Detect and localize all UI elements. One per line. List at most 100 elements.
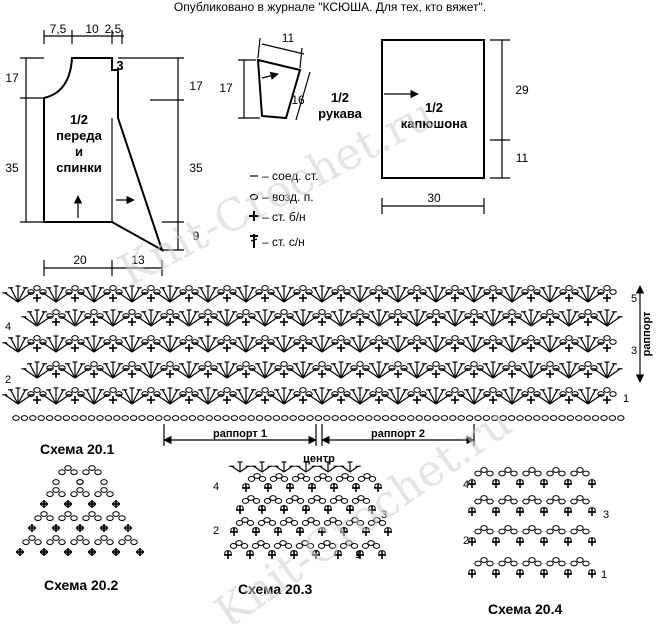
- chain-stitch: [507, 415, 516, 421]
- chain-stitch: [172, 313, 180, 319]
- chain-stitch: [299, 285, 307, 291]
- chain-stitch: [223, 285, 231, 291]
- chain-stitch: [571, 339, 579, 345]
- sc-stitch: [468, 538, 476, 546]
- sc-stitch: [318, 318, 326, 326]
- publication-header: Опубликовано в журнале "КСЮША. Для тех, …: [174, 0, 486, 14]
- sc-stitch: [565, 344, 573, 352]
- chain-stitch: [46, 515, 54, 522]
- chain-stitch: [546, 361, 554, 367]
- chain-stitch: [146, 415, 155, 421]
- chain-stitch: [337, 387, 345, 393]
- chain-stitch: [52, 487, 60, 493]
- chain-stitch: [261, 335, 269, 341]
- chain-stitch: [290, 520, 299, 526]
- row-number-3: 3: [631, 345, 637, 357]
- chain-stitch: [546, 498, 554, 505]
- sc-stitch: [564, 570, 572, 578]
- chain-stitch: [291, 476, 300, 482]
- chain-stitch: [58, 539, 66, 546]
- sc-stitch: [52, 318, 60, 326]
- sc-stitch: [540, 480, 548, 488]
- chain-stitch: [449, 415, 457, 421]
- sc-stitch: [261, 294, 269, 302]
- sc-stitch: [564, 480, 572, 488]
- chain-stitch: [34, 539, 42, 546]
- repeat-2-label: раппорт 2: [371, 428, 425, 440]
- dc-fan: [496, 387, 528, 405]
- chain-stitch: [198, 313, 206, 319]
- chain-stitch: [590, 365, 598, 371]
- chain-stitch: [583, 415, 591, 421]
- chain-stitch: [465, 415, 474, 421]
- chain-stitch: [27, 289, 35, 295]
- chain-stitch: [486, 498, 494, 505]
- chain-stitch: [363, 473, 371, 479]
- chain-stitch: [291, 495, 299, 501]
- chain-stitch: [483, 391, 491, 397]
- chain-stitch: [584, 309, 592, 315]
- chain-stitch: [109, 387, 117, 393]
- chain-stitch: [474, 470, 482, 477]
- chain-stitch: [603, 335, 611, 341]
- chain-stitch: [37, 415, 45, 421]
- chain-stitch: [388, 313, 396, 319]
- chain-stitch: [160, 365, 168, 371]
- chain-stitch: [197, 415, 205, 421]
- chain-stitch: [70, 491, 78, 498]
- chain-stitch: [514, 365, 522, 371]
- chain-stitch: [546, 528, 554, 535]
- chain-stitch: [118, 539, 126, 546]
- sc-stitch: [223, 396, 231, 404]
- chain-stitch: [58, 313, 66, 319]
- chain-stitch: [362, 313, 370, 319]
- chain-stitch: [223, 335, 231, 341]
- chain-stitch: [166, 309, 174, 315]
- chain-stitch: [147, 285, 155, 291]
- chain-stitch: [109, 285, 117, 291]
- chain-stitch: [52, 535, 60, 541]
- sc-stitch: [330, 484, 338, 492]
- scheme-20-1-annotations: 1 2 3 4 5 раппорт раппорт 1 раппорт 2 це…: [5, 285, 653, 465]
- chain-stitch: [76, 535, 84, 541]
- chain-stitch: [286, 313, 294, 319]
- body-left-height-2: 35: [5, 161, 19, 175]
- chain-stitch: [328, 543, 337, 549]
- chain-stitch: [528, 467, 536, 473]
- chain-stitch: [369, 339, 377, 345]
- chain-stitch: [255, 289, 263, 295]
- sc-stitch: [432, 318, 440, 326]
- sc-stitch: [318, 370, 326, 378]
- chain-stitch: [100, 535, 108, 541]
- chain-stitch: [305, 289, 313, 295]
- chain-stitch: [373, 415, 381, 421]
- chain-stitch: [381, 391, 389, 397]
- chain-stitch: [188, 415, 197, 421]
- hood-pattern: 1/2 капюшона 29 11 30: [381, 39, 529, 214]
- chain-stitch: [293, 391, 301, 397]
- dc-fan: [317, 461, 339, 473]
- chain-stitch: [46, 491, 54, 498]
- scheme-20-2-caption: Схема 20.2: [44, 577, 118, 593]
- chain-stitch: [253, 473, 261, 479]
- chain-stitch: [255, 339, 263, 345]
- chain-stitch: [552, 495, 560, 501]
- chain-stitch: [297, 473, 305, 479]
- chain-stitch: [100, 479, 108, 485]
- chain-stitch: [559, 339, 567, 345]
- sc-stitch: [516, 570, 524, 578]
- sc-stitch: [337, 294, 345, 302]
- sc-stitch: [28, 524, 36, 532]
- chain-stitch: [229, 543, 238, 549]
- chain-stitch: [65, 391, 73, 397]
- chain-stitch: [343, 339, 351, 345]
- sc-stitch: [258, 506, 266, 514]
- sc-stitch: [147, 344, 155, 352]
- legend-slip-stitch-text: – соед. ст.: [262, 169, 318, 183]
- chain-stitch: [313, 495, 321, 501]
- chain-stitch: [394, 361, 402, 367]
- chain-stitch: [172, 365, 180, 371]
- chain-stitch: [337, 285, 345, 291]
- chain-stitch: [242, 361, 250, 367]
- chain-stitch: [510, 498, 518, 505]
